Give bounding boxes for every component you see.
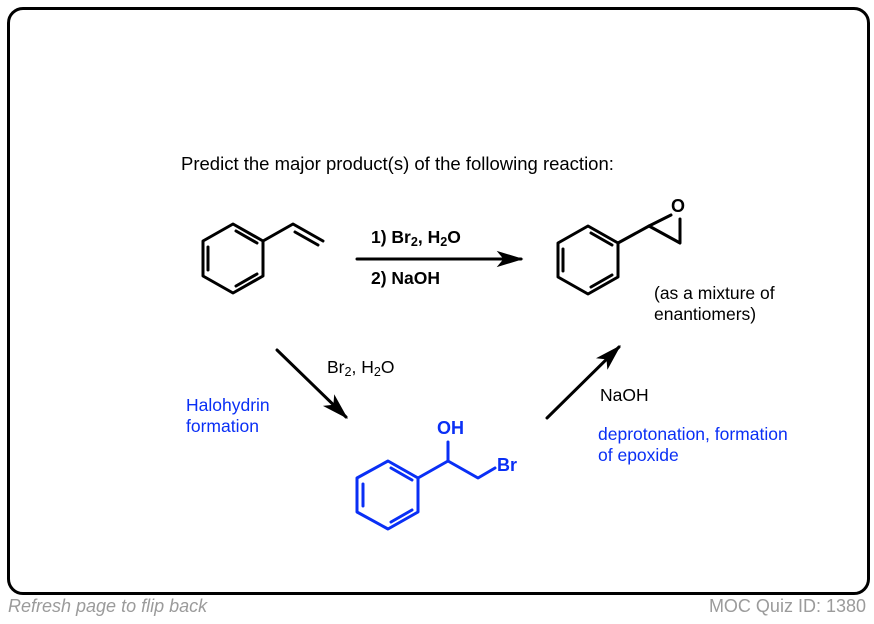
stepa-sub2: 2 xyxy=(373,365,381,380)
epoxide-ring-double-bond xyxy=(589,273,614,289)
epoxide-ring xyxy=(647,213,682,245)
styrene-benzene-ring xyxy=(201,222,265,295)
halohydrin-explanation-line2: formation xyxy=(186,416,259,436)
epoxide-formation-arrow xyxy=(545,345,621,420)
step1-prefix: 1) Br xyxy=(371,227,411,247)
epoxide-formation-reagent: NaOH xyxy=(600,385,649,405)
quiz-id: MOC Quiz ID: 1380 xyxy=(708,596,866,616)
epoxide-explanation-line1: deprotonation, formation xyxy=(598,424,788,444)
halohydrin-explanation-line1: Halohydrin xyxy=(186,395,270,415)
stepa-mid: , H xyxy=(351,357,374,377)
styrene-ring-double-bond xyxy=(234,229,259,245)
bromohydrin-ring-double-bond xyxy=(389,508,414,524)
phenyl-epoxide-bond xyxy=(616,224,651,245)
bromohydrin-ring-double-bond xyxy=(389,466,414,482)
product-note-line2: enantiomers) xyxy=(654,304,757,324)
stepa-prefix: Br xyxy=(327,357,345,377)
flip-back-hint: Refresh page to flip back xyxy=(8,596,208,616)
styrene-molecule xyxy=(201,222,325,295)
epoxide-oxygen-label: O xyxy=(671,196,686,216)
product-note-line1: (as a mixture of xyxy=(654,283,775,303)
halohydrin-explanation: Halohydrin formation xyxy=(186,395,270,437)
vinyl-double-bond xyxy=(293,230,320,247)
bromohydrin-benzene-ring xyxy=(355,459,420,531)
step1-reagents: 1) Br2, H2O xyxy=(371,227,461,248)
styrene-ring-double-bond xyxy=(234,272,259,288)
step1-sub1: 2 xyxy=(410,235,418,250)
step1-sub2: 2 xyxy=(440,235,448,250)
epoxide-ring-double-bond xyxy=(589,231,614,247)
bromohydrin-molecule xyxy=(355,440,497,531)
step1-mid: , H xyxy=(417,227,441,247)
epoxide-benzene-ring xyxy=(556,224,620,296)
styrene-oxide-molecule xyxy=(556,213,682,296)
product-note: (as a mixture of enantiomers) xyxy=(654,283,775,325)
quiz-card[interactable] xyxy=(7,7,870,595)
step2-reagent: 2) NaOH xyxy=(371,268,441,288)
hydroxyl-label: OH xyxy=(437,418,464,438)
epoxide-explanation-line2: of epoxide xyxy=(598,445,679,465)
halohydrin-reagent: Br2, H2O xyxy=(327,357,395,378)
epoxide-formation-explanation: deprotonation, formation of epoxide xyxy=(598,424,788,466)
question-prompt: Predict the major product(s) of the foll… xyxy=(181,153,614,174)
bromohydrin-chain xyxy=(416,459,497,480)
stepa-sub1: 2 xyxy=(344,365,352,380)
bromine-label: Br xyxy=(497,455,518,475)
vinyl-group xyxy=(261,222,325,243)
step1-suffix: O xyxy=(447,227,461,247)
halohydrin-arrow xyxy=(275,348,348,419)
stepa-suffix: O xyxy=(380,357,395,377)
